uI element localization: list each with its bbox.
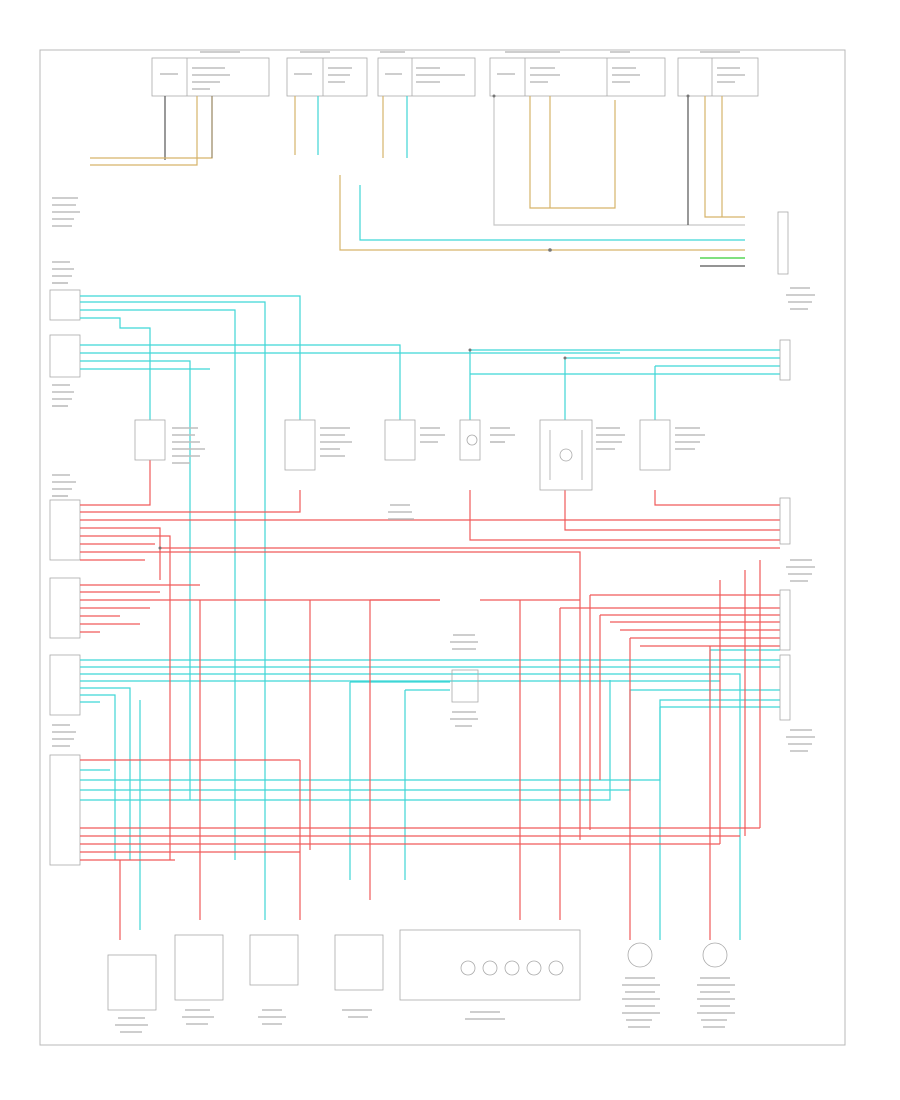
- top-connector-5: [677, 57, 759, 97]
- left-connector-6: [49, 754, 81, 866]
- right-connector-2: [779, 497, 791, 545]
- bottom-component-1: [107, 954, 157, 1011]
- top-connectors: [151, 57, 759, 97]
- bottom-component-2: [174, 934, 224, 1001]
- middle-component-6: [639, 419, 671, 471]
- middle-component-4: [459, 419, 481, 461]
- center-switch: [451, 669, 479, 703]
- left-connectors: [49, 289, 81, 866]
- bottom-motor-7: [702, 942, 728, 968]
- left-connector-5: [49, 654, 81, 716]
- left-connector-3: [49, 499, 81, 561]
- top-label-blocks: [160, 51, 745, 90]
- bottom-component-4: [334, 934, 384, 991]
- diagram-frame: [39, 49, 846, 1046]
- middle-components: [134, 419, 671, 703]
- right-connector-4: [779, 654, 791, 721]
- bottom-component-3: [249, 934, 299, 986]
- top-connector-3: [377, 57, 476, 97]
- left-connector-1: [49, 289, 81, 321]
- bottom-label-blocks: [115, 977, 735, 1033]
- left-connector-4: [49, 577, 81, 639]
- bottom-component-5: [399, 929, 581, 1001]
- middle-label-blocks: [172, 427, 705, 727]
- right-connector-1: [779, 339, 791, 381]
- middle-component-2: [284, 419, 316, 471]
- red-wires: [80, 460, 780, 940]
- left-connector-2: [49, 334, 81, 378]
- right-label-blocks: [786, 287, 815, 752]
- top-wires: [90, 96, 745, 267]
- right-top-connector: [777, 211, 789, 275]
- left-label-blocks: [52, 197, 80, 747]
- right-connectors: [779, 339, 791, 721]
- middle-component-3: [384, 419, 416, 461]
- junction-dots: [158, 94, 690, 550]
- bottom-motor-6: [627, 942, 653, 968]
- middle-component-1: [134, 419, 166, 461]
- top-connector-4: [489, 57, 666, 97]
- top-connector-1: [151, 57, 270, 97]
- middle-relay-5: [539, 419, 593, 491]
- right-connector-3: [779, 589, 791, 651]
- top-connector-2: [286, 57, 368, 97]
- bottom-components: [107, 929, 728, 1011]
